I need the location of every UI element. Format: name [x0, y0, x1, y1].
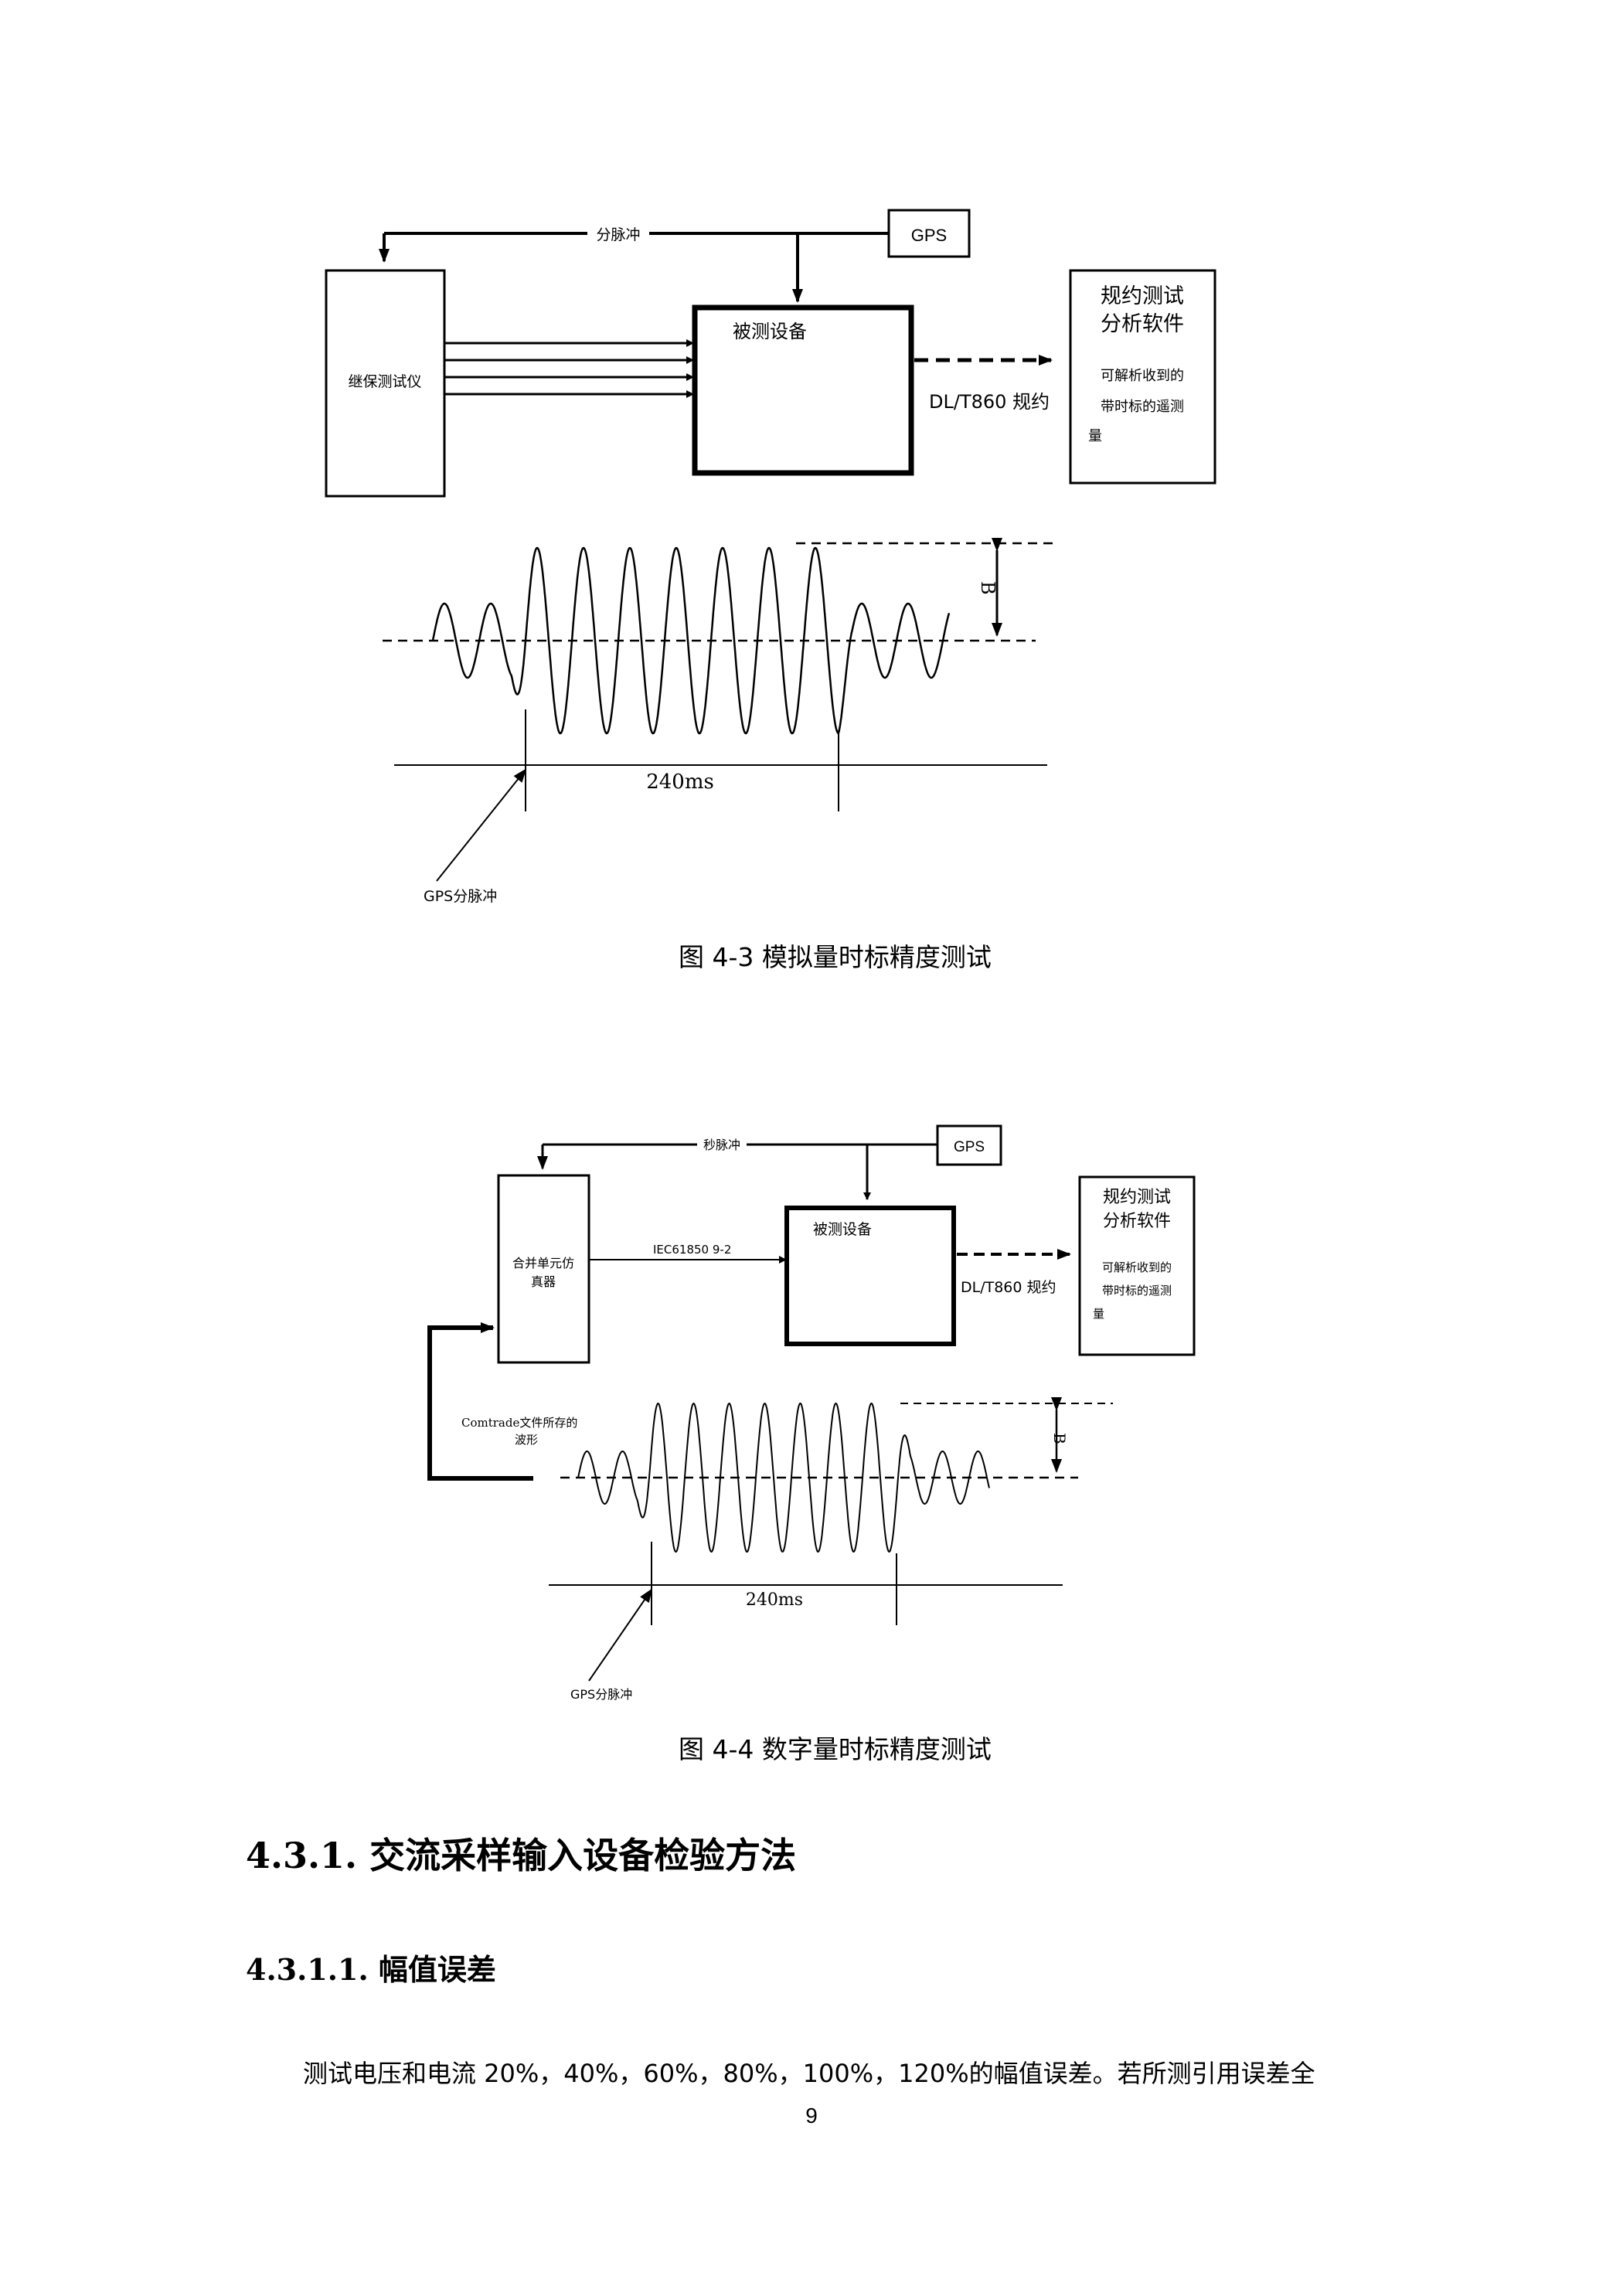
software-title-1: 规约测试 — [1101, 284, 1184, 308]
section-heading: 4.3.1. 交流采样输入设备检验方法 — [246, 1835, 797, 1876]
software2-note-2: 带时标的遥测 — [1102, 1284, 1172, 1298]
duration-label-2: 240ms — [746, 1590, 803, 1610]
software2-note-1: 可解析收到的 — [1102, 1260, 1172, 1274]
comtrade-label-1: Comtrade文件所存的 — [461, 1416, 577, 1430]
waveform-2 — [577, 1402, 990, 1553]
software2-title-2: 分析软件 — [1103, 1212, 1171, 1231]
duration-label: 240ms — [646, 770, 714, 794]
iec-label: IEC61850 9-2 — [653, 1243, 731, 1257]
software2-title-1: 规约测试 — [1103, 1188, 1171, 1207]
pulse-label-2: 秒脉冲 — [703, 1138, 740, 1152]
subsection-heading: 4.3.1.1. 幅值误差 — [246, 1952, 496, 1987]
figure-2-caption: 图 4-4 数字量时标精度测试 — [679, 1734, 992, 1764]
body-paragraph: 测试电压和电流 20%，40%，60%，80%，100%，120%的幅值误差。若… — [303, 2059, 1315, 2088]
dut-label-2: 被测设备 — [813, 1221, 872, 1238]
protocol-label-2: DL/T860 规约 — [961, 1279, 1056, 1296]
dut-box-2 — [784, 1206, 956, 1346]
figure-1: GPS 分脉冲 继保测试仪 被测设备 DL/T860 规约 规约测试 分析软件 … — [325, 209, 1216, 905]
tester-label: 继保测试仪 — [348, 373, 421, 390]
software-title-2: 分析软件 — [1101, 312, 1184, 336]
mu-label-1: 合并单元仿 — [512, 1256, 574, 1270]
mu-label-2: 真器 — [531, 1274, 556, 1289]
gps-pulse-label-2: GPS分脉冲 — [570, 1687, 632, 1702]
gps-pulse-label: GPS分脉冲 — [424, 888, 497, 905]
software-box — [1069, 269, 1216, 485]
b-label-2: B — [1050, 1433, 1069, 1444]
dut-box — [692, 304, 914, 476]
comtrade-label-2: 波形 — [515, 1433, 538, 1447]
page-number: 9 — [805, 2104, 818, 2128]
gps-label-2: GPS — [954, 1139, 985, 1155]
software2-note-3: 量 — [1093, 1307, 1104, 1321]
b-label: B — [977, 581, 999, 595]
gps-label: GPS — [911, 226, 947, 245]
waveform-1 — [431, 546, 951, 736]
software-box-2 — [1078, 1175, 1196, 1356]
protocol-label: DL/T860 规约 — [929, 391, 1050, 413]
mu-box — [497, 1174, 590, 1364]
figure-1-caption: 图 4-3 模拟量时标精度测试 — [679, 942, 992, 972]
tester-box — [325, 269, 446, 498]
dut-label: 被测设备 — [733, 321, 807, 342]
software-note-2: 带时标的遥测 — [1101, 399, 1184, 415]
software-note-3: 量 — [1088, 428, 1102, 444]
software-note-1: 可解析收到的 — [1101, 368, 1184, 384]
figure-2: GPS 秒脉冲 合并单元仿 真器 IEC61850 9-2 被测设备 DL/T8… — [427, 1124, 1196, 1702]
pulse-label: 分脉冲 — [596, 226, 640, 243]
